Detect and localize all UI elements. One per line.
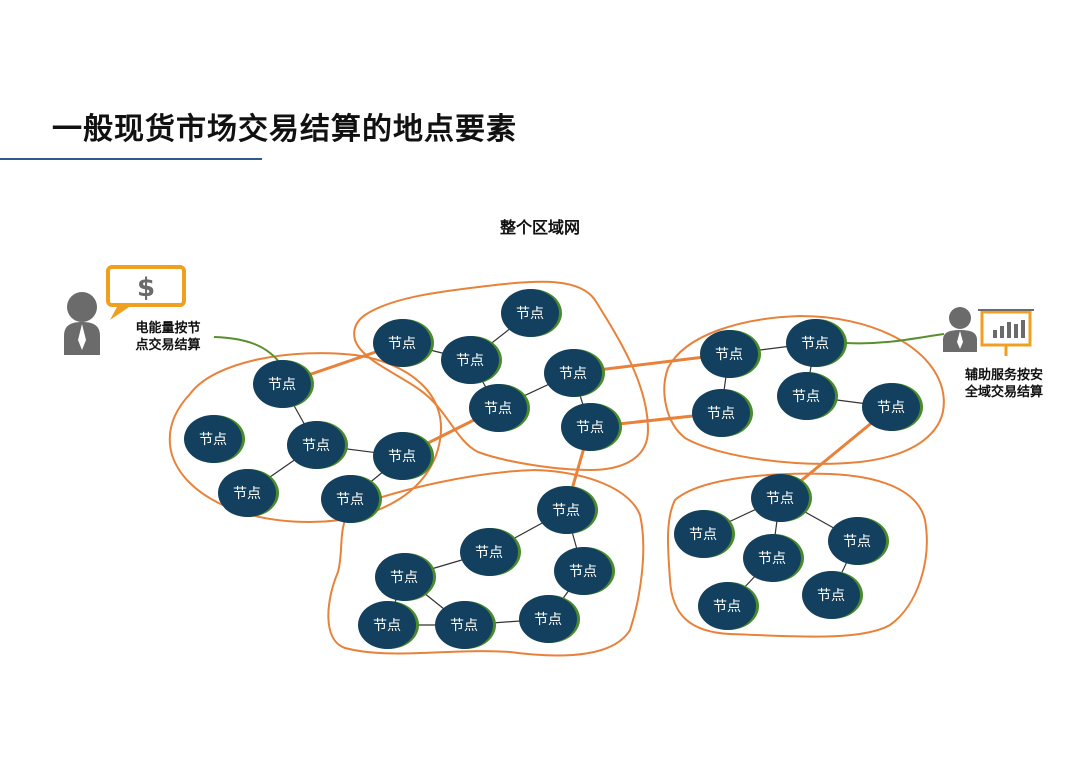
dollar-bubble-icon: $ xyxy=(106,265,186,320)
node-label: 节点 xyxy=(713,599,741,615)
node-label: 节点 xyxy=(388,336,416,352)
page-title: 一般现货市场交易结算的地点要素 xyxy=(52,112,517,147)
node: 节点 xyxy=(519,595,580,643)
region-outline-center-top xyxy=(353,280,650,472)
region-outline-left xyxy=(168,352,443,524)
node: 节点 xyxy=(700,330,761,378)
node-label: 节点 xyxy=(792,389,820,405)
node: 节点 xyxy=(692,389,753,437)
svg-text:$: $ xyxy=(137,273,155,303)
person-icon-left: $ xyxy=(64,265,186,355)
region-outline-bottom-right xyxy=(667,472,928,638)
node-label: 节点 xyxy=(801,336,829,352)
node: 节点 xyxy=(743,534,804,582)
node: 节点 xyxy=(698,582,759,630)
node-label: 节点 xyxy=(233,486,261,502)
node-label: 节点 xyxy=(552,503,580,519)
node: 节点 xyxy=(786,319,847,367)
node-label: 节点 xyxy=(766,491,794,507)
node: 节点 xyxy=(321,475,382,523)
node-label: 节点 xyxy=(715,347,743,363)
left-person-label: 电能量按节 点交易结算 xyxy=(135,321,201,353)
node-label: 节点 xyxy=(388,449,416,465)
node-label: 节点 xyxy=(516,306,544,322)
region-outline-bottom-center xyxy=(327,468,645,657)
node: 节点 xyxy=(358,601,419,649)
right-person-label: 辅助服务按安 全域交易结算 xyxy=(964,368,1043,400)
node: 节点 xyxy=(561,403,622,451)
node: 节点 xyxy=(375,553,436,601)
node-label: 节点 xyxy=(569,564,597,580)
node-label: 节点 xyxy=(456,353,484,369)
node-label: 节点 xyxy=(390,570,418,586)
node-label: 节点 xyxy=(302,438,330,454)
node-label: 节点 xyxy=(373,618,401,634)
chart-board-icon xyxy=(978,309,1034,356)
node-label: 节点 xyxy=(450,618,478,634)
node: 节点 xyxy=(460,528,521,576)
node: 节点 xyxy=(469,384,530,432)
node-label: 节点 xyxy=(758,551,786,567)
node-label: 节点 xyxy=(336,492,364,508)
node: 节点 xyxy=(537,486,598,534)
diagram-title: 整个区域网 xyxy=(499,218,580,237)
title-underline xyxy=(0,158,262,160)
node-label: 节点 xyxy=(475,545,503,561)
node: 节点 xyxy=(554,547,615,595)
person-icon-right xyxy=(943,307,1034,356)
node: 节点 xyxy=(287,421,348,469)
node-label: 节点 xyxy=(817,588,845,604)
node: 节点 xyxy=(802,571,863,619)
node-label: 节点 xyxy=(559,366,587,382)
node: 节点 xyxy=(544,349,605,397)
node: 节点 xyxy=(828,517,889,565)
node: 节点 xyxy=(674,510,735,558)
right-person-link xyxy=(845,333,945,345)
node-label: 节点 xyxy=(199,432,227,448)
node: 节点 xyxy=(373,432,434,480)
node-label: 节点 xyxy=(576,420,604,436)
region-outline-right-top xyxy=(663,314,945,465)
node: 节点 xyxy=(184,415,245,463)
node: 节点 xyxy=(435,601,496,649)
node-label: 节点 xyxy=(268,377,296,393)
node: 节点 xyxy=(218,469,279,517)
node-label: 节点 xyxy=(484,401,512,417)
node: 节点 xyxy=(501,289,562,337)
node: 节点 xyxy=(253,360,314,408)
node: 节点 xyxy=(862,383,923,431)
node-label: 节点 xyxy=(877,400,905,416)
node-label: 节点 xyxy=(707,406,735,422)
node-label: 节点 xyxy=(843,534,871,550)
node: 节点 xyxy=(751,474,812,522)
node: 节点 xyxy=(373,319,434,367)
node: 节点 xyxy=(777,372,838,420)
node-label: 节点 xyxy=(689,527,717,543)
node-label: 节点 xyxy=(534,612,562,628)
node: 节点 xyxy=(441,336,502,384)
